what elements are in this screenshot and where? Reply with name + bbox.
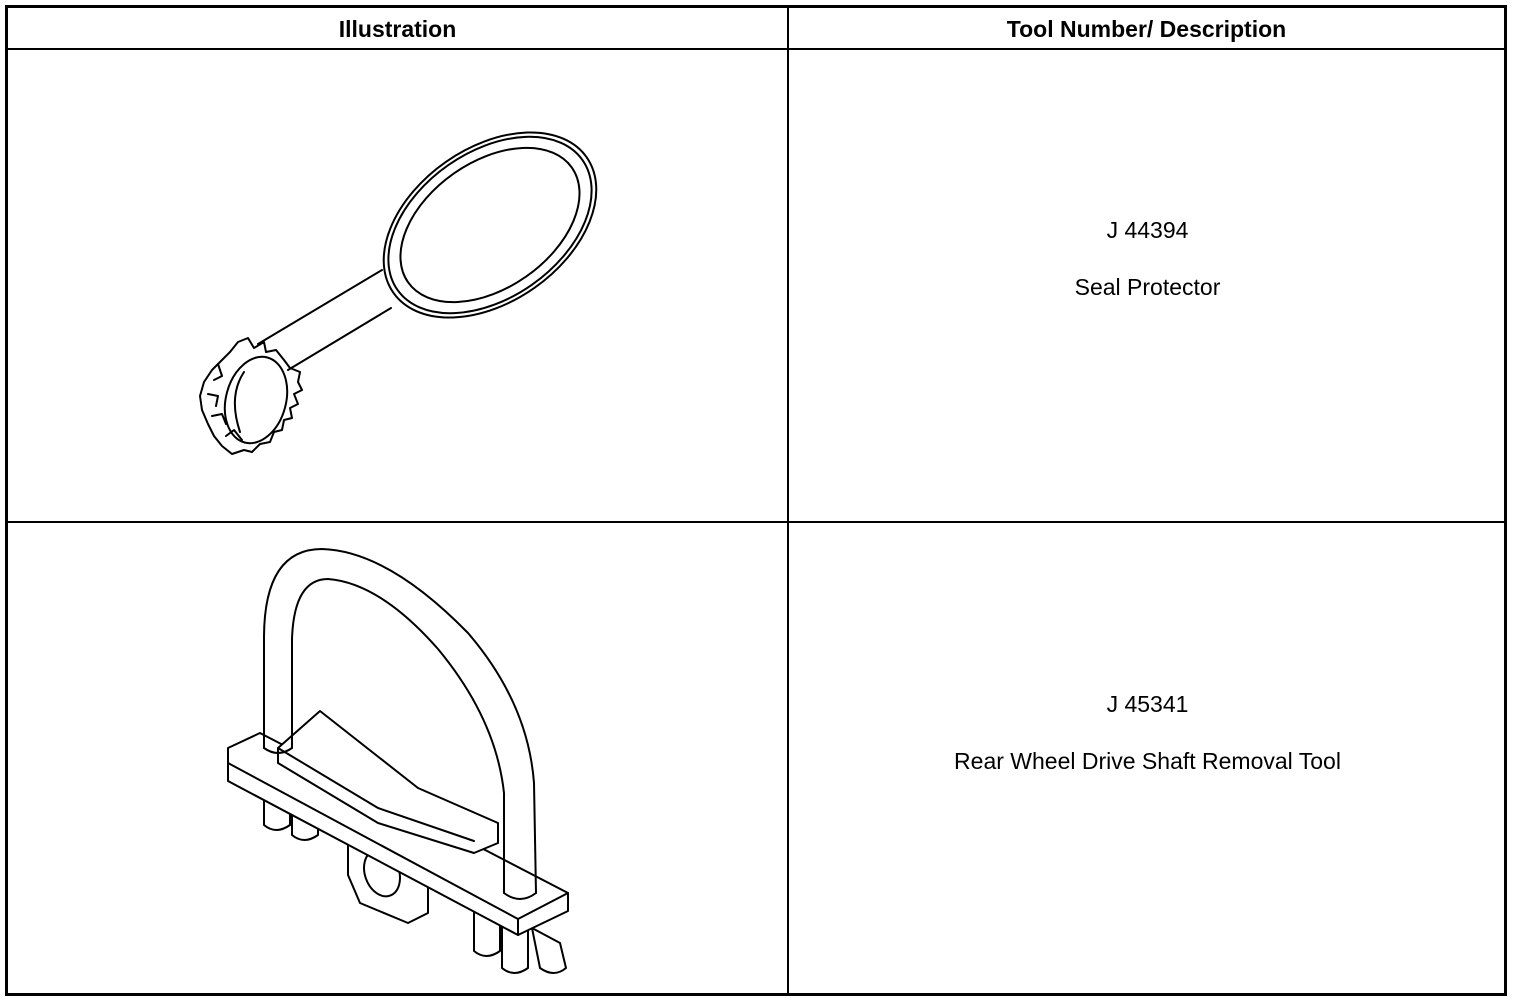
drive-shaft-removal-tool-icon [227, 548, 569, 974]
row-divider [8, 521, 1504, 523]
header-divider [8, 48, 1504, 50]
column-divider [787, 8, 789, 993]
row2-description-cell: J 45341 Rear Wheel Drive Shaft Removal T… [791, 523, 1504, 943]
header-tool-description: Tool Number/ Description [1006, 15, 1287, 42]
row1-illustration-cell [8, 50, 789, 521]
tool-description: Rear Wheel Drive Shaft Removal Tool [954, 748, 1341, 774]
tool-number: J 44394 [1106, 216, 1189, 243]
tool-number: J 45341 [1106, 691, 1189, 717]
tool-table: Illustration Tool Number/ Description J … [5, 5, 1507, 996]
row2-illustration-cell [8, 523, 789, 993]
seal-protector-icon [199, 131, 598, 455]
header-illustration: Illustration [338, 15, 457, 42]
row1-description-cell: J 44394 Seal Protector [791, 50, 1504, 467]
tool-description: Seal Protector [1074, 273, 1221, 300]
